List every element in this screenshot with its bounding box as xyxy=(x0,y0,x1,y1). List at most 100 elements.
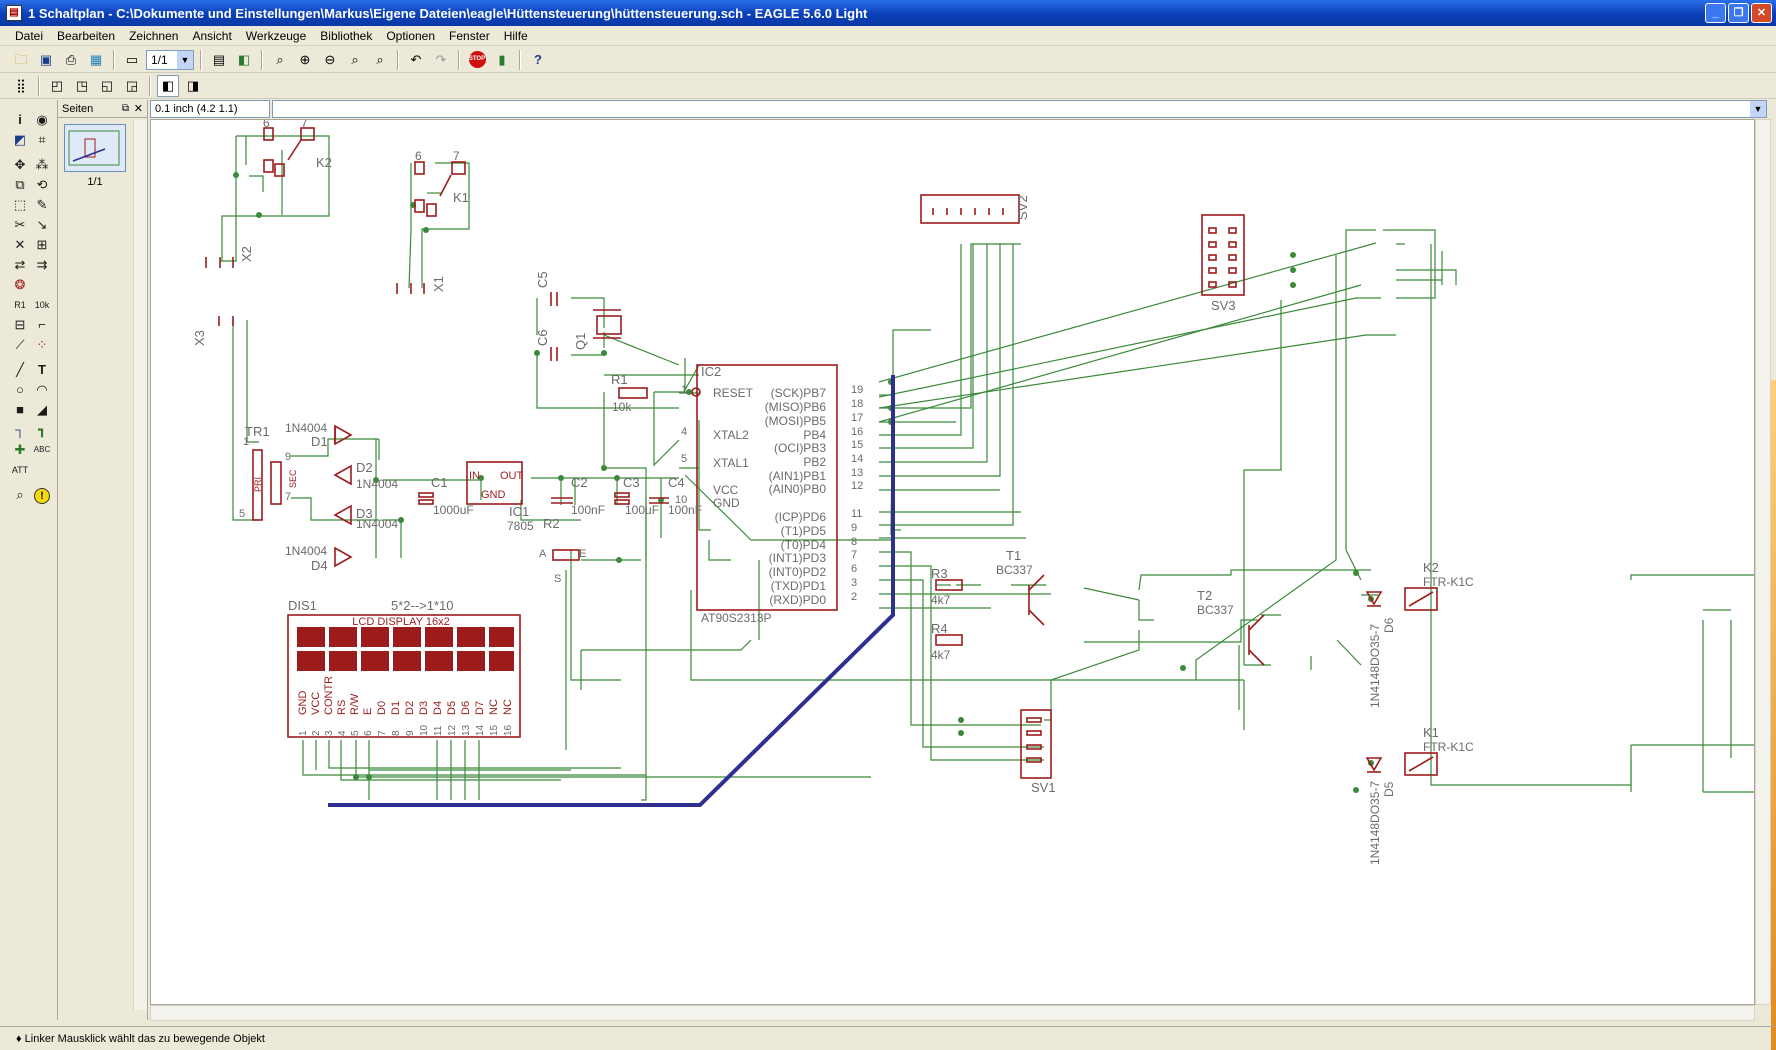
sheet-icon[interactable]: ▭ xyxy=(125,52,139,67)
smash-icon[interactable]: ⊟ xyxy=(14,317,26,332)
schematic-labels: 6 7 K2 6 7 K1 X2 X1 X3 TR1 1 9 7 5 PRI S… xyxy=(192,120,1474,865)
horizontal-scrollbar[interactable] xyxy=(150,1005,1755,1021)
ic2-label: IC2 xyxy=(701,364,721,379)
tr1-pin9: 9 xyxy=(285,451,291,463)
print-icon[interactable]: ⎙ xyxy=(65,52,77,67)
undo-icon[interactable]: ↶ xyxy=(410,52,422,67)
open-icon[interactable]: 🗀 xyxy=(14,52,28,67)
tr1-pin7: 7 xyxy=(285,491,291,503)
toolbar-separator xyxy=(261,49,263,70)
wire-bend-3-icon[interactable]: ◱ xyxy=(100,78,114,93)
net-icon[interactable]: ┓ xyxy=(38,422,46,437)
close-panel-icon[interactable]: ✕ xyxy=(133,103,143,115)
menu-hilfe[interactable]: Hilfe xyxy=(503,28,528,43)
paste-icon[interactable]: ↘ xyxy=(36,217,48,232)
menu-werkzeuge[interactable]: Werkzeuge xyxy=(245,28,307,43)
tr1-label: TR1 xyxy=(245,424,270,439)
redraw-icon[interactable]: ⌕ xyxy=(351,52,359,67)
cut-icon[interactable]: ✂ xyxy=(14,217,26,232)
save-icon[interactable]: ▣ xyxy=(39,52,53,67)
wire-icon[interactable]: ╱ xyxy=(16,362,24,377)
cam-icon[interactable]: ▦ xyxy=(89,52,103,67)
page-thumbnail[interactable] xyxy=(64,124,126,172)
label-icon[interactable]: ABC xyxy=(33,445,51,454)
menu-datei[interactable]: Datei xyxy=(15,28,44,43)
go-icon[interactable]: ▮ xyxy=(498,52,506,67)
menu-zeichnen[interactable]: Zeichnen xyxy=(129,28,179,43)
float-panel-icon[interactable]: ⧉ xyxy=(121,103,129,114)
miter-icon[interactable]: ⌐ xyxy=(38,317,46,332)
lcd-pin-num-13: 13 xyxy=(461,724,472,736)
replace-icon[interactable]: ❂ xyxy=(14,277,26,292)
help-icon[interactable]: ? xyxy=(534,52,542,67)
command-line-input[interactable]: ▼ xyxy=(272,100,1767,118)
value-icon[interactable]: 10k xyxy=(34,300,50,310)
close-button[interactable]: ✕ xyxy=(1751,3,1772,23)
polygon-icon[interactable]: ◢ xyxy=(37,402,47,417)
vertical-scrollbar[interactable] xyxy=(1755,119,1771,1005)
mirror-icon[interactable]: ⧉ xyxy=(15,177,25,192)
menu-optionen[interactable]: Optionen xyxy=(386,28,436,43)
script-icon[interactable]: ▤ xyxy=(212,52,226,67)
menu-ansicht[interactable]: Ansicht xyxy=(192,28,232,43)
menu-bearbeiten[interactable]: Bearbeiten xyxy=(57,28,116,43)
maximize-button[interactable]: ❐ xyxy=(1728,3,1749,23)
text-icon[interactable]: T xyxy=(38,362,46,377)
zoom-in-icon[interactable]: ⊕ xyxy=(299,52,311,67)
show-icon[interactable]: ◉ xyxy=(36,112,48,127)
wire-bend-5-icon[interactable]: ◧ xyxy=(157,74,179,97)
pin-num-17: 17 xyxy=(851,412,863,424)
redo-icon[interactable]: ↷ xyxy=(435,52,447,67)
wire-bend-4-icon[interactable]: ◲ xyxy=(125,78,139,93)
c1-value: 1000uF xyxy=(433,503,474,517)
minimize-button[interactable]: _ xyxy=(1705,3,1726,23)
menu-fenster[interactable]: Fenster xyxy=(449,28,490,43)
pages-scrollbar[interactable] xyxy=(133,120,147,1010)
ulp-icon[interactable]: ◧ xyxy=(237,52,251,67)
eagle-schematic-icon: ▤ xyxy=(6,5,22,21)
chevron-down-icon[interactable]: ▼ xyxy=(1750,101,1766,117)
invoke-icon[interactable]: ⁘ xyxy=(36,337,48,352)
zoom-out-icon[interactable]: ⊖ xyxy=(324,52,336,67)
attribute-icon[interactable]: ATT xyxy=(11,465,29,475)
pin-num-14: 14 xyxy=(851,453,863,465)
add-icon[interactable]: ⊞ xyxy=(36,237,48,252)
zoom-select-icon[interactable]: ⌕ xyxy=(376,52,384,67)
bus-icon[interactable]: ┐ xyxy=(15,422,25,437)
copy-icon[interactable]: ⁂ xyxy=(35,157,49,172)
delete-icon[interactable]: ✕ xyxy=(14,237,26,252)
wire-bend-2-icon[interactable]: ◳ xyxy=(75,78,89,93)
gateswap-icon[interactable]: ⇉ xyxy=(36,257,48,272)
part-symbols xyxy=(205,127,1438,779)
name-icon[interactable]: R1 xyxy=(14,300,26,310)
r4-value: 4k7 xyxy=(931,648,951,662)
coordinate-display: 0.1 inch (4.2 1.1) xyxy=(150,100,270,118)
display-icon[interactable]: ◩ xyxy=(13,132,27,147)
stop-icon[interactable]: STOP xyxy=(466,49,488,71)
rect-icon[interactable]: ■ xyxy=(16,402,24,417)
rotate-icon[interactable]: ⟲ xyxy=(36,177,48,192)
r2-s-pin: S xyxy=(554,573,561,585)
lcd-pin-name-16: NC xyxy=(502,699,514,715)
junction-icon[interactable]: ✚ xyxy=(14,442,26,457)
split-icon[interactable]: ⟋ xyxy=(15,337,25,352)
move-icon[interactable]: ✥ xyxy=(14,157,26,172)
schematic-canvas[interactable]: 6 7 K2 6 7 K1 X2 X1 X3 TR1 1 9 7 5 PRI S… xyxy=(150,119,1755,1005)
pinswap-icon[interactable]: ⇄ xyxy=(14,257,26,272)
mark-icon[interactable]: ⌗ xyxy=(38,132,46,147)
window-title: 1 Schaltplan - C:\Dokumente und Einstell… xyxy=(28,5,868,21)
sheet-select[interactable]: 1/1▼ xyxy=(146,49,194,70)
sv3-label: SV3 xyxy=(1211,298,1236,313)
wire-bend-6-icon[interactable]: ◨ xyxy=(186,78,200,93)
circle-icon[interactable]: ○ xyxy=(16,382,24,397)
erc-icon[interactable]: ⌕ xyxy=(16,487,24,502)
wire-bend-1-icon[interactable]: ◰ xyxy=(50,78,64,93)
errors-icon[interactable]: ! xyxy=(32,485,52,505)
grid-icon[interactable]: ⣿ xyxy=(16,78,26,93)
arc-icon[interactable]: ◠ xyxy=(36,382,48,397)
info-icon[interactable]: i xyxy=(18,112,22,127)
group-icon[interactable]: ⬚ xyxy=(13,197,27,212)
change-icon[interactable]: ✎ xyxy=(36,197,48,212)
menu-bibliothek[interactable]: Bibliothek xyxy=(320,28,373,43)
zoom-fit-icon[interactable]: ⌕ xyxy=(276,52,284,67)
